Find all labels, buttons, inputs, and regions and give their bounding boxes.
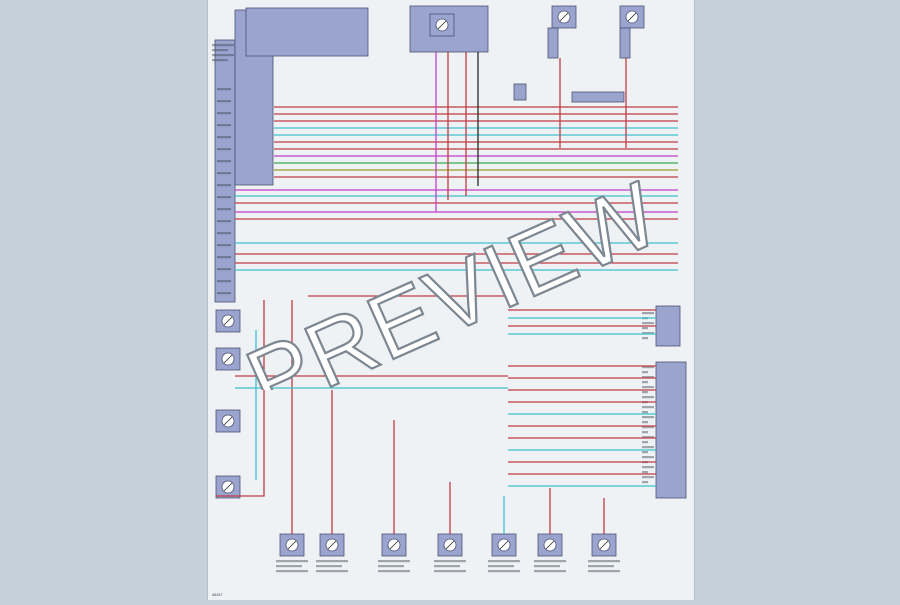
small-relay-block — [513, 83, 527, 101]
right-connector-lower-labels — [642, 456, 654, 459]
bottom-connector-7-switch — [599, 540, 609, 550]
right-connector-lower-labels — [642, 376, 654, 379]
bottom-connector-1-switch — [287, 540, 297, 550]
bottom-connector-label — [378, 565, 404, 568]
right-connector-upper-labels — [642, 322, 654, 325]
bottom-connector-3-switch — [389, 540, 399, 550]
ecu-pin-label — [217, 88, 231, 91]
right-connector-lower-labels — [642, 436, 654, 439]
right-connector-upper-labels — [642, 312, 654, 315]
ecu-pin-label — [217, 208, 231, 211]
right-connector-lower-labels — [642, 386, 654, 389]
fuse-panel-block — [245, 7, 369, 57]
bottom-connector-label — [316, 565, 342, 568]
right-connector-lower-labels — [642, 446, 654, 449]
right-connector-lower-labels — [642, 476, 654, 479]
bottom-connector-label — [378, 560, 410, 563]
bottom-connector-label — [488, 560, 520, 563]
ecu-pin-label — [217, 172, 231, 175]
left-switch-4-switch — [223, 482, 233, 492]
ecu-pin-label — [217, 196, 231, 199]
bottom-connector-6-switch — [545, 540, 555, 550]
left-switch-2-switch — [223, 354, 233, 364]
ecu-pin-label — [217, 112, 231, 115]
right-connector-lower-labels — [642, 381, 648, 384]
top-right-connector-a-switch — [559, 12, 569, 22]
right-connector-lower-labels — [642, 366, 654, 369]
right-connector-lower-labels — [642, 451, 648, 454]
right-connector-lower-labels — [642, 481, 648, 484]
ecu-pin-label — [217, 232, 231, 235]
left-switch-3-switch — [223, 416, 233, 426]
right-connector-lower-labels — [642, 426, 654, 429]
bottom-connector-label — [588, 570, 620, 573]
ecu-pin-labels — [212, 54, 234, 57]
ecu-pin-label — [217, 148, 231, 151]
sheet-ref-code: A8187 — [212, 593, 222, 597]
right-connector-lower — [655, 361, 687, 499]
bottom-connector-5-switch — [499, 540, 509, 550]
bottom-connector-label — [378, 570, 410, 573]
ecu-pin-label — [217, 280, 231, 283]
bottom-connector-label — [588, 560, 620, 563]
left-run-red — [216, 300, 265, 497]
bottom-connector-label — [276, 570, 308, 573]
right-connector-lower-labels — [642, 466, 654, 469]
right-connector-lower-labels — [642, 406, 654, 409]
bottom-connector-label — [534, 560, 566, 563]
right-connector-upper-labels — [642, 337, 648, 340]
top-right-connector-a-lead — [547, 27, 559, 59]
bottom-connector-label — [534, 570, 566, 573]
right-connector-lower-labels — [642, 396, 654, 399]
ecu-pin-label — [217, 268, 231, 271]
ecu-pin-label — [217, 100, 231, 103]
bottom-connector-label — [434, 565, 460, 568]
right-connector-upper-labels — [642, 332, 654, 335]
wiring-diagram: A8187 — [212, 5, 687, 597]
bottom-connector-label — [276, 565, 302, 568]
top-right-connector-b-switch — [627, 12, 637, 22]
wiring-diagram-sheet: A8187 — [207, 0, 695, 600]
bottom-connector-label — [534, 565, 560, 568]
bottom-connector-label — [434, 560, 466, 563]
left-switch-1-switch — [223, 316, 233, 326]
bottom-connector-2-switch — [327, 540, 337, 550]
bottom-connector-4-switch — [445, 540, 455, 550]
right-connector-upper — [655, 305, 681, 347]
right-connector-lower-labels — [642, 416, 654, 419]
right-connector-lower-labels — [642, 411, 648, 414]
bottom-connector-label — [316, 570, 348, 573]
ecu-pin-labels — [212, 49, 228, 52]
ecu-pin-label — [217, 292, 231, 295]
bottom-connector-label — [488, 565, 514, 568]
ecu-pin-label — [217, 220, 231, 223]
right-connector-lower-labels — [642, 441, 648, 444]
ecu-pin-label — [217, 244, 231, 247]
bottom-connector-label — [276, 560, 308, 563]
right-connector-lower-labels — [642, 371, 648, 374]
right-relay-block — [571, 91, 625, 103]
ecu-module-block — [214, 39, 236, 303]
ecu-pin-label — [217, 136, 231, 139]
right-connector-lower-labels — [642, 391, 648, 394]
ecu-pin-label — [217, 256, 231, 259]
ecu-pin-labels — [212, 44, 234, 47]
top-right-connector-b-lead — [619, 27, 631, 59]
bottom-connector-label — [488, 570, 520, 573]
right-connector-lower-labels — [642, 431, 648, 434]
top-center-switch-symbol-switch — [437, 20, 447, 30]
bottom-connector-label — [316, 560, 348, 563]
right-connector-lower-labels — [642, 471, 648, 474]
right-connector-upper-labels — [642, 327, 648, 330]
ecu-pin-label — [217, 160, 231, 163]
ecu-pin-labels — [212, 59, 228, 62]
ecu-pin-label — [217, 184, 231, 187]
right-connector-lower-labels — [642, 421, 648, 424]
bottom-connector-label — [588, 565, 614, 568]
bottom-connector-label — [434, 570, 466, 573]
ecu-pin-label — [217, 124, 231, 127]
